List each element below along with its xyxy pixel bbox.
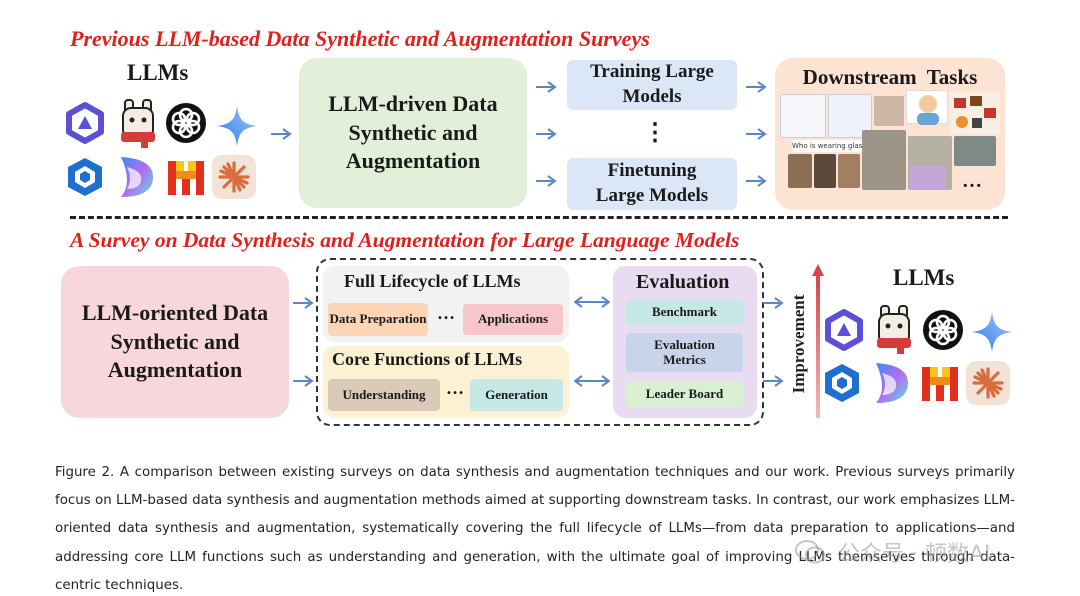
arrow-middle-to-downstream: [746, 128, 768, 140]
flowchart-thumbnail: [780, 94, 826, 138]
arrow-to-core: [293, 375, 315, 387]
vqa-question: Who is wearing glasses?: [792, 140, 864, 152]
bottom-llms-label: LLMs: [893, 265, 955, 290]
arrow-training-to-downstream: [746, 81, 768, 93]
double-arrow-lifecycle-evaluation: [574, 296, 610, 308]
hexagon-model-icon: [820, 361, 864, 405]
scene-thumbnail: [874, 96, 904, 126]
arrow-to-finetuning: [536, 175, 558, 187]
benchmark-chip: Benchmark: [626, 300, 743, 325]
core-functions-title: Core Functions of LLMs: [332, 349, 523, 369]
generation-chip: Generation: [470, 379, 563, 411]
icons-thumbnail: [950, 92, 1000, 134]
downstream-ellipsis: …: [962, 170, 982, 192]
core-ellipsis: …: [446, 378, 464, 398]
figure-caption: Figure 2. A comparison between existing …: [55, 465, 1015, 593]
mistral-icon: [918, 361, 962, 405]
evaluation-title: Evaluation: [636, 271, 730, 293]
double-arrow-core-evaluation: [574, 375, 610, 387]
openai-icon: [164, 101, 208, 145]
top-title: Previous LLM-based Data Synthetic and Au…: [70, 26, 650, 51]
finetuning-label: Finetuning Large Models: [595, 160, 709, 206]
finetuning-box: Finetuning Large Models: [567, 158, 737, 210]
improvement-label: Improvement: [789, 294, 808, 394]
bottom-title: A Survey on Data Synthesis and Augmentat…: [70, 228, 740, 252]
downstream-title: Downstream Tasks: [802, 65, 978, 89]
arrow-to-lifecycle: [293, 297, 315, 309]
person-thumbnail: [906, 90, 948, 125]
road-thumbnail: [954, 136, 996, 166]
survey-scope-container: [316, 258, 764, 426]
hexagon-model-icon: [63, 155, 107, 199]
llm-oriented-box: LLM-oriented Data Synthetic and Augmenta…: [61, 266, 289, 418]
understanding-chip: Understanding: [328, 379, 440, 411]
gemini-star-icon: [970, 310, 1014, 354]
arrow-finetuning-to-downstream: [746, 175, 768, 187]
llama-icon: [871, 302, 917, 354]
vertical-ellipsis: ⋮: [643, 120, 667, 146]
section-divider: [70, 216, 1008, 219]
arrow-to-training: [536, 81, 558, 93]
copilot-icon: [113, 153, 159, 201]
improvement-arrow-icon: [812, 264, 824, 418]
wechat-icon: [795, 540, 825, 570]
lifecycle-title: Full Lifecycle of LLMs: [344, 271, 521, 291]
watermark: 公众号 · 顿数AI: [795, 536, 991, 570]
watermark-text: 公众号 · 顿数AI: [838, 542, 991, 567]
data-preparation-chip: Data Preparation: [328, 303, 428, 336]
applications-chip: Applications: [463, 304, 563, 335]
claude-icon: [212, 155, 256, 199]
evaluation-metrics-chip: Evaluation Metrics: [626, 333, 743, 372]
lifecycle-ellipsis: …: [437, 303, 455, 323]
top-llms-label: LLMs: [127, 60, 189, 85]
llm-driven-label: LLM-driven Data Synthetic and Augmentati…: [328, 91, 498, 174]
llm-driven-box: LLM-driven Data Synthetic and Augmentati…: [299, 58, 527, 208]
training-box: Training Large Models: [567, 60, 737, 110]
evaluation-metrics-label: Evaluation Metrics: [654, 336, 715, 367]
face-thumbnail-2: [814, 154, 836, 188]
arrow-to-improvement-top: [763, 297, 785, 309]
arrow-llms-to-driven: [271, 128, 293, 140]
face-thumbnail-3: [838, 154, 860, 188]
qwen-icon: [63, 101, 107, 145]
llm-oriented-label: LLM-oriented Data Synthetic and Augmenta…: [81, 300, 269, 383]
copilot-icon: [868, 359, 914, 407]
gemini-star-icon: [215, 104, 259, 148]
mistral-icon: [164, 155, 208, 199]
qwen-icon: [822, 308, 866, 352]
openai-icon: [921, 308, 965, 352]
training-label: Training Large Models: [590, 61, 714, 107]
leader-board-chip: Leader Board: [626, 381, 743, 408]
face-thumbnail-1: [788, 154, 812, 188]
llama-icon: [115, 96, 161, 148]
arrow-to-improvement-bottom: [763, 375, 785, 387]
arrow-to-middle: [536, 128, 558, 140]
improvement-indicator: Improvement: [782, 262, 838, 422]
claude-icon: [966, 361, 1010, 405]
street-thumbnail: [862, 130, 906, 190]
sim-thumbnail: [910, 166, 946, 190]
